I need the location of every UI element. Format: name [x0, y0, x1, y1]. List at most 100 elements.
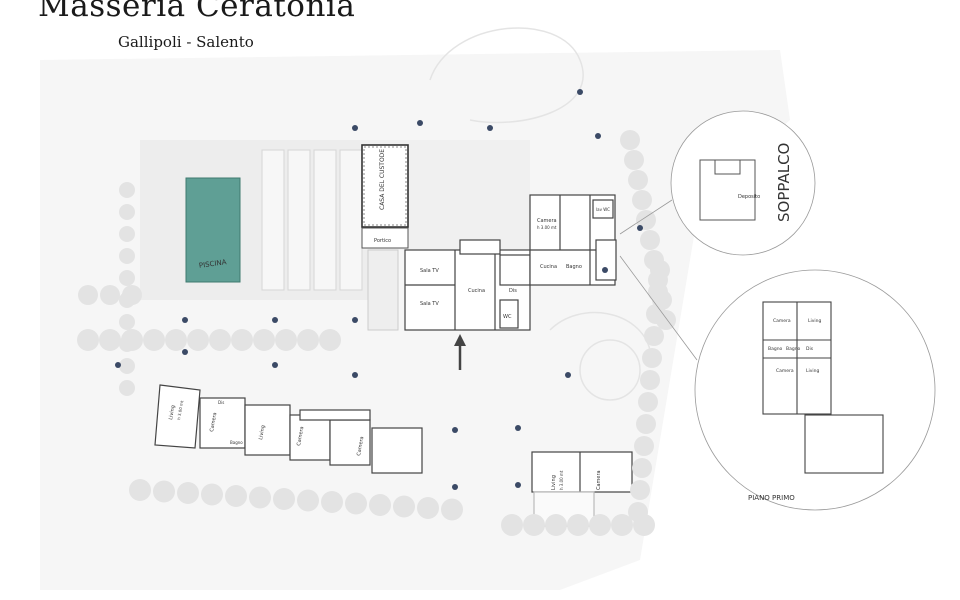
tree-canopy: [165, 329, 187, 351]
entrance-arrow: [454, 334, 466, 370]
pool: PISCINA: [185, 177, 241, 283]
tree-canopy: [345, 492, 367, 515]
tree-canopy: [177, 482, 199, 504]
east-wing: [529, 194, 617, 286]
tree-canopy: [620, 130, 640, 150]
main-house: [404, 239, 531, 331]
deposito-label: Deposito: [738, 194, 760, 200]
tree-canopy: [417, 497, 439, 519]
tree-canopy: [297, 489, 319, 512]
tree-canopy: [119, 248, 135, 264]
tree-canopy: [638, 392, 658, 412]
tree-canopy: [628, 502, 648, 522]
tree-canopy: [501, 514, 523, 536]
tree-trunk-dot: [452, 484, 458, 490]
tree-canopy: [100, 285, 120, 305]
tree-canopy: [77, 329, 99, 351]
tree-canopy: [231, 329, 253, 351]
tree-trunk-dot: [565, 372, 571, 378]
tree-canopy: [650, 260, 670, 280]
tree-canopy: [644, 326, 664, 346]
tree-canopy: [441, 498, 463, 521]
tree-canopy: [321, 491, 343, 513]
tree-canopy: [119, 358, 135, 374]
sala-tv-label: Sala TV: [420, 268, 439, 274]
lav-wc-label: lav WC: [596, 207, 610, 212]
tree-trunk-dot: [487, 125, 493, 131]
tree-canopy: [589, 514, 611, 536]
tree-canopy: [636, 414, 656, 434]
tree-canopy: [369, 494, 391, 516]
pp-dis-label: Dis: [806, 346, 814, 352]
page-subtitle: Gallipoli - Salento: [118, 33, 254, 51]
west-block: [154, 384, 423, 474]
tree-canopy: [624, 150, 644, 170]
pp-camera-1-label: Camera: [773, 318, 791, 324]
pp-bagno-2-label: Bagno: [786, 346, 801, 352]
tree-trunk-dot: [577, 89, 583, 95]
tree-trunk-dot: [417, 120, 423, 126]
tree-trunk-dot: [602, 267, 608, 273]
tree-canopy: [119, 292, 135, 308]
trees-layer: [77, 89, 676, 536]
tree-trunk-dot: [115, 362, 121, 368]
pp-living-2-label: Living: [806, 368, 820, 374]
sala-tv-2-label: Sala TV: [420, 301, 439, 307]
tree-trunk-dot: [182, 349, 188, 355]
west-bagno-label: Bagno: [230, 440, 243, 445]
tree-canopy: [78, 285, 98, 305]
west-camera-2-label: Camera: [296, 426, 305, 446]
tree-canopy: [225, 485, 247, 507]
west-dis-label: Dis: [218, 400, 224, 405]
tree-canopy: [143, 329, 165, 351]
west-camera-3-label: Camera: [356, 436, 365, 456]
west-living-height-label: h 3.00 mt: [176, 400, 184, 420]
portico-label: Portico: [374, 238, 391, 244]
tree-canopy: [187, 329, 209, 351]
south-living-height-label: h 3.00 mt: [559, 470, 564, 490]
piano-primo-detail: Camera Living Bagno Bagno Dis Camera Liv…: [619, 255, 936, 511]
tree-canopy: [632, 190, 652, 210]
south-cottage: [531, 451, 633, 527]
tree-canopy: [545, 514, 567, 536]
bagno-east-label: Bagno: [566, 264, 582, 270]
tree-trunk-dot: [352, 372, 358, 378]
tree-canopy: [99, 329, 121, 351]
cucina-east-label: Cucina: [540, 264, 557, 270]
tree-canopy: [249, 486, 271, 509]
tree-canopy: [119, 182, 135, 198]
south-living-label: Living: [551, 475, 557, 490]
dis-label: Dis: [509, 288, 517, 294]
tree-canopy: [628, 170, 648, 190]
tree-canopy: [119, 380, 135, 396]
tree-canopy: [119, 204, 135, 220]
tree-canopy: [640, 370, 660, 390]
tree-trunk-dot: [595, 133, 601, 139]
west-living-2-label: Living: [258, 425, 266, 441]
soppalco-detail: Deposito SOPPALCO: [619, 110, 816, 256]
tree-canopy: [153, 480, 175, 503]
tree-canopy: [119, 314, 135, 330]
tree-canopy: [611, 514, 633, 536]
tree-canopy: [630, 480, 650, 500]
tree-trunk-dot: [272, 317, 278, 323]
tree-trunk-dot: [515, 482, 521, 488]
tree-canopy: [648, 282, 668, 302]
tree-trunk-dot: [515, 425, 521, 431]
west-living-1-label: Living: [168, 405, 176, 421]
garden-plots: [261, 149, 363, 291]
pp-camera-2-label: Camera: [776, 368, 794, 374]
page-title: Masseria Ceratonia: [38, 0, 356, 24]
tree-canopy: [567, 514, 589, 536]
tree-canopy: [275, 329, 297, 351]
tree-canopy: [297, 329, 319, 351]
south-camera-label: Camera: [596, 470, 602, 490]
tree-trunk-dot: [272, 362, 278, 368]
piano-primo-label: PIANO PRIMO: [748, 494, 795, 502]
custodian-house: CASA DEL CUSTODE Portico: [361, 144, 409, 249]
tree-trunk-dot: [352, 125, 358, 131]
tree-canopy: [642, 348, 662, 368]
tree-canopy: [393, 495, 415, 518]
camera-height-label: h 3.00 mt: [537, 225, 557, 230]
tree-trunk-dot: [352, 317, 358, 323]
